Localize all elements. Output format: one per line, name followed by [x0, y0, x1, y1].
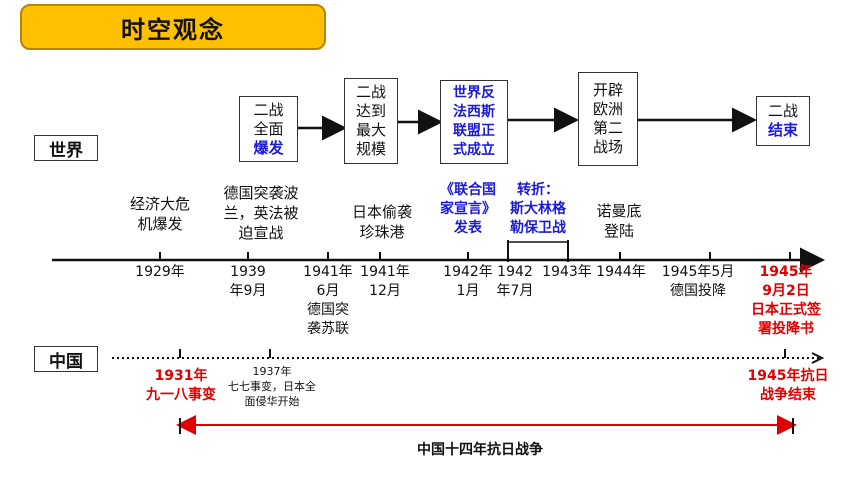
date-1929: 1929年: [135, 264, 185, 280]
flow-text: 第二: [592, 119, 623, 137]
event-un-declaration: 《联合国家宣言》发表: [440, 182, 496, 236]
date-1944: 1944年: [596, 264, 646, 280]
flow-highlight: 式成立: [453, 142, 495, 158]
flow-highlight: 结束: [767, 121, 798, 139]
flow-text: 规模: [355, 140, 386, 158]
flow-text: 战场: [592, 138, 623, 156]
flow-text: 二战: [355, 83, 386, 101]
flow-text: 二战: [253, 100, 284, 119]
flow-highlight: 爆发: [253, 138, 284, 157]
flow-text: 二战: [767, 102, 798, 120]
page-title: 时空观念: [20, 4, 326, 50]
event-normandy: 诺曼底登陆: [596, 202, 642, 240]
china-event-1937: 1937年七七事变，日本全面侵华开始: [228, 365, 316, 408]
flow-text: 全面: [253, 119, 284, 138]
flow-box-war-end: 二战 结束: [756, 96, 810, 146]
flow-box-alliance: 世界反 法西斯 联盟正 式成立: [440, 80, 508, 164]
date-1943: 1943年: [542, 264, 592, 280]
flow-box-second-front: 开辟 欧洲 第二 战场: [578, 72, 638, 166]
flow-highlight: 世界反: [453, 85, 495, 101]
date-1945-may: 1945年5月德国投降: [661, 264, 735, 299]
china-event-1945: 1945年抗日战争结束: [747, 368, 829, 403]
event-economic-crisis: 经济大危机爆发: [129, 195, 190, 233]
flow-text: 开辟: [592, 81, 623, 99]
flow-text: 达到: [355, 102, 386, 120]
world-ticks: [159, 240, 791, 262]
region-china-label: 中国: [34, 346, 98, 372]
event-pearl-harbor: 日本偷袭珍珠港: [351, 203, 412, 241]
event-invasion-poland: 德国突袭波兰，英法被迫宣战: [223, 184, 299, 242]
flow-box-max-scale: 二战 达到 最大 规模: [344, 78, 398, 164]
china-event-1931: 1931年九一八事变: [146, 368, 216, 403]
event-stalingrad: 转折：斯大林格勒保卫战: [510, 182, 566, 236]
china-ticks: [179, 349, 786, 358]
flow-text: 最大: [355, 121, 386, 139]
flow-highlight: 联盟正: [453, 123, 495, 139]
flow-highlight: 法西斯: [453, 104, 495, 120]
flow-box-war-outbreak: 二战 全面 爆发: [239, 96, 298, 162]
region-world-label: 世界: [34, 135, 98, 161]
war-span-label: 中国十四年抗日战争: [417, 442, 543, 458]
flow-text: 欧洲: [592, 100, 623, 118]
